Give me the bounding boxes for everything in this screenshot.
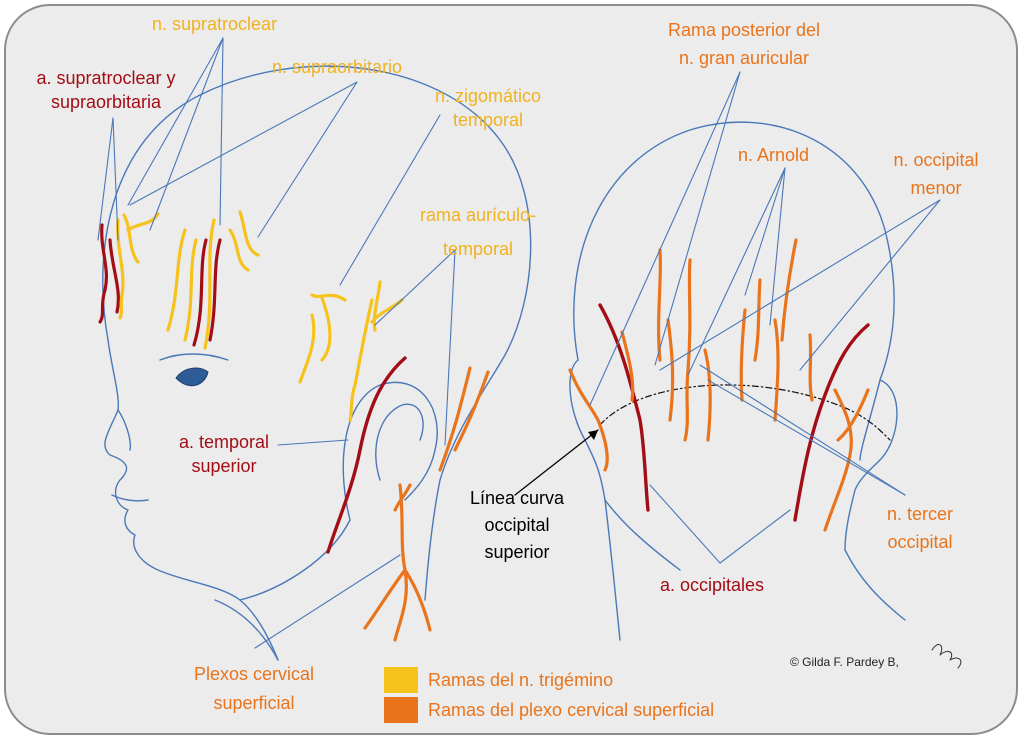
label-line: superior — [484, 542, 550, 562]
left-head-outline — [102, 65, 532, 661]
right-ear-posterior — [844, 379, 898, 551]
neck-posterior-left — [604, 499, 681, 571]
mouth-line — [111, 494, 149, 502]
occipital-artery-right-right — [793, 323, 870, 522]
supraorbital-arteries-left — [192, 238, 222, 347]
label-line: a. supratroclear y — [36, 68, 176, 88]
nuchal-arrowhead — [588, 430, 598, 440]
label-line: n. gran auricular — [678, 48, 810, 68]
nuchal-line — [599, 384, 891, 441]
temporal-artery-left — [326, 356, 407, 554]
neck-posterior-right — [844, 549, 906, 621]
copyright-credit: © Gilda F. Pardey B, — [790, 655, 899, 669]
occiput-outline — [573, 121, 895, 461]
right-head-outline — [569, 121, 906, 641]
label-third-occipital: n. tercer occipital — [858, 500, 982, 556]
label-line: superior — [191, 456, 257, 476]
label-arnold: n. Arnold — [738, 145, 810, 165]
label-line: n. tercer — [886, 504, 954, 524]
label-nuchal-line: Línea curva occipital superior — [442, 485, 592, 566]
label-line: n. occipital — [893, 150, 979, 170]
cervical-branches-right — [568, 238, 870, 532]
label-great-auricular: Rama posterior del n. gran auricular — [638, 16, 850, 72]
label-line: supraorbitaria — [50, 92, 162, 112]
label-line: Línea curva — [469, 488, 565, 508]
label-line: temporal — [452, 110, 524, 130]
nose-line — [117, 409, 132, 451]
label-line: rama aurículo- — [419, 205, 537, 225]
neck-front — [214, 599, 279, 661]
legend-swatch-trigeminal — [384, 667, 418, 693]
label-line: a. temporal — [178, 432, 270, 452]
label-line: Rama posterior del — [667, 20, 821, 40]
label-line: superficial — [213, 693, 295, 713]
label-line: n. zigomático — [434, 86, 542, 106]
label-supratroclear-arteries: a. supratroclear y supraorbitaria — [20, 66, 192, 114]
signature-mark — [931, 644, 962, 669]
zygomatic-nerve-left — [298, 293, 347, 384]
supratroclear-nerve-left — [116, 212, 160, 320]
label-auriculotemporal: rama aurículo- temporal — [386, 198, 570, 266]
legend-label-cervical: Ramas del plexo cervical superficial — [428, 700, 715, 720]
nuchal-pointer — [514, 429, 599, 496]
cranium-outline — [102, 65, 532, 481]
label-line: Plexos cervical — [193, 664, 315, 684]
label-line: temporal — [442, 239, 514, 259]
label-line: occipital — [484, 515, 550, 535]
label-zygomatic-nerve: n. zigomático temporal — [418, 84, 558, 132]
neck-back — [424, 479, 441, 601]
ear-outer — [342, 381, 438, 521]
legend-swatch-cervical — [384, 697, 418, 723]
label-supraorbital-nerve: n. supraorbitario — [272, 57, 403, 77]
label-lesser-occipital: n. occipital menor — [872, 146, 1000, 202]
label-cervical-plexus: Plexos cervical superficial — [166, 660, 342, 718]
pointer-lines — [97, 37, 941, 649]
left-ear-posterior — [569, 359, 621, 641]
label-occipital-arteries: a. occipitales — [660, 575, 765, 595]
occipital-artery-right-left — [598, 303, 650, 512]
legend-label-trigeminal: Ramas del n. trigémino — [428, 670, 614, 690]
supratroclear-artery-left — [98, 223, 120, 324]
eyebrow — [159, 353, 229, 361]
label-supratroclear-nerve: n. supratroclear — [152, 14, 278, 34]
label-line: menor — [910, 178, 962, 198]
jaw-line — [239, 519, 351, 601]
face-profile — [104, 339, 279, 661]
label-line: occipital — [887, 532, 953, 552]
eye-shape — [175, 367, 209, 387]
cervical-branches-left — [363, 366, 490, 642]
ear-inner — [375, 403, 424, 481]
supraorbital-nerves-left — [166, 210, 260, 350]
label-temporal-artery: a. temporal superior — [172, 430, 276, 478]
